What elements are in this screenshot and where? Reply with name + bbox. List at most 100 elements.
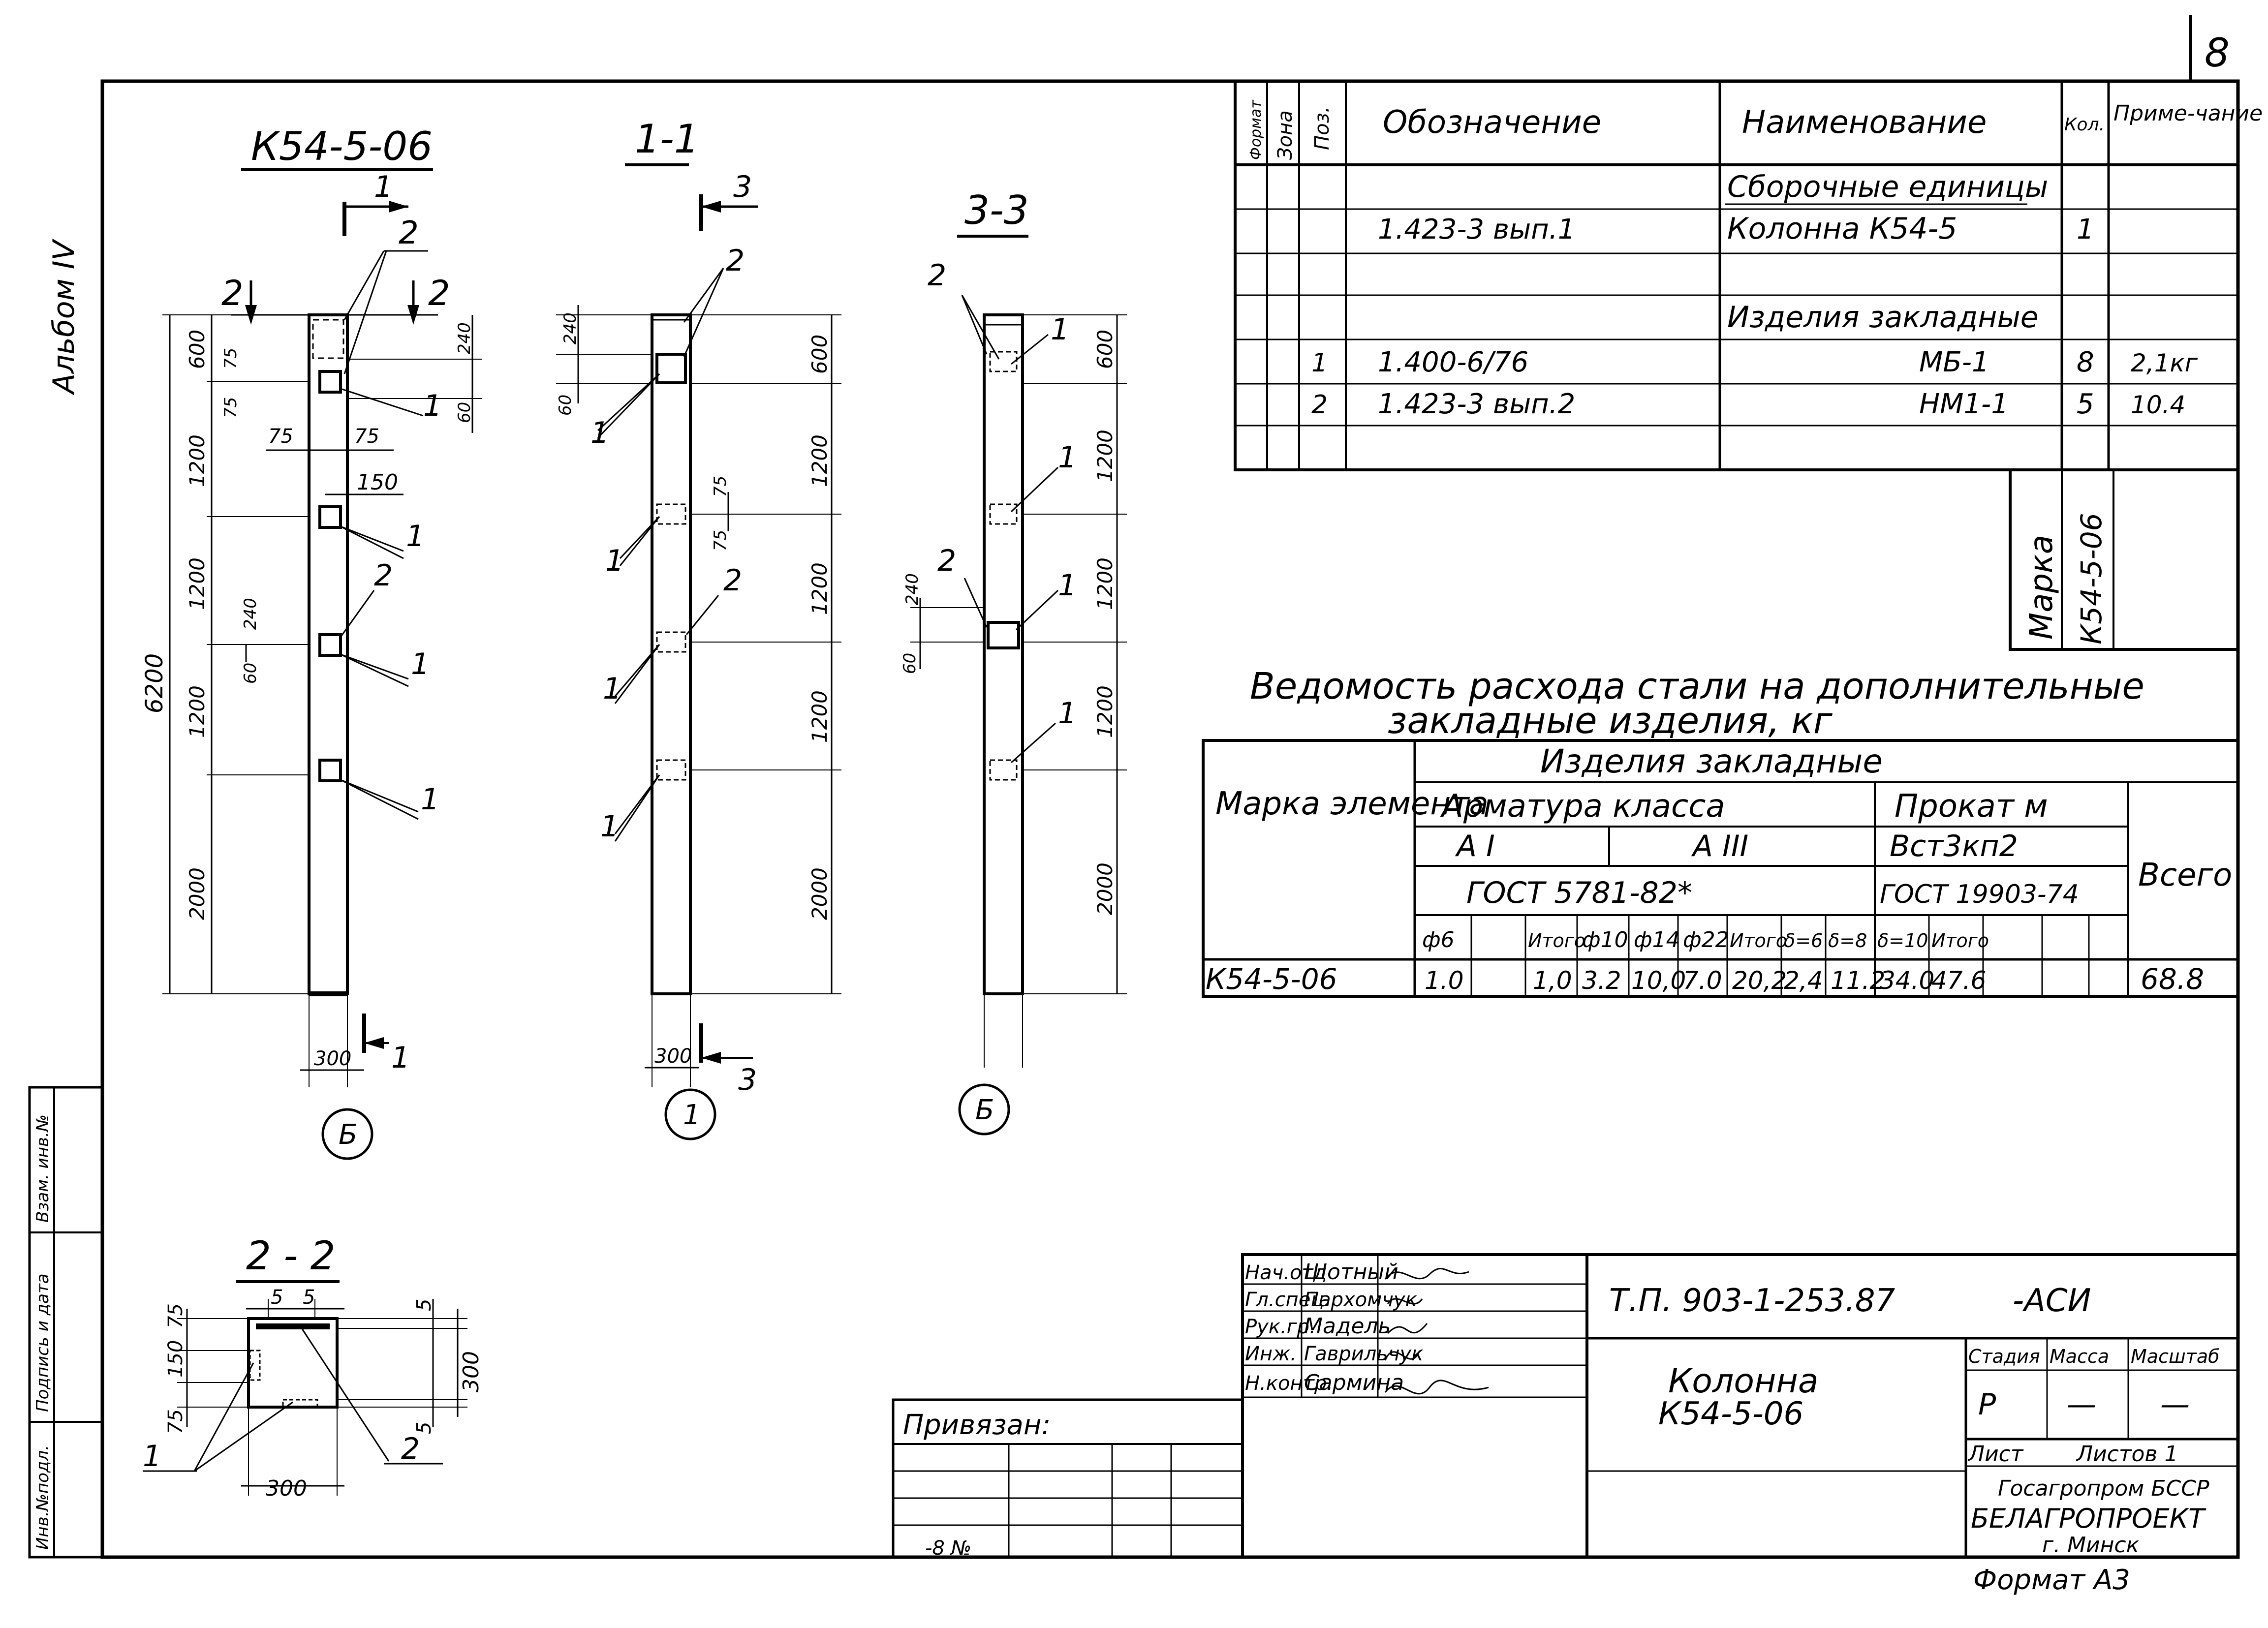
section-1-1-axis-mark: 1 xyxy=(683,1099,701,1131)
title-role-4: Инж. xyxy=(1245,1343,1297,1365)
steel-row-value-11: 47.6 xyxy=(1931,966,1986,995)
title-sheets-label: Листов 1 xyxy=(2076,1442,2178,1467)
main-dim-small-3: 75 xyxy=(268,425,293,448)
main-dim-small-7: 60 xyxy=(241,663,260,684)
title-object-1: Колонна xyxy=(1668,1362,1819,1401)
steel-row-value-3: 1,0 xyxy=(1533,966,1572,995)
main-callout-3: 1 xyxy=(406,519,425,553)
title-role-2: Гл.спец. xyxy=(1245,1289,1330,1311)
steel-sub-header-10: δ=10 xyxy=(1877,930,1928,952)
title-role-5: Н.контр. xyxy=(1245,1372,1333,1395)
main-callout-4: 2 xyxy=(374,558,393,593)
section-2-2-dim-width: 300 xyxy=(266,1476,307,1501)
title-name-3: Мадель xyxy=(1304,1314,1391,1339)
spec-row-5-name: МБ-1 xyxy=(1919,346,1989,378)
steel-table-title-1: Ведомость расхода стали на дополнительны… xyxy=(1250,665,2144,707)
section-1-1-dim-left-1: 240 xyxy=(560,312,580,344)
section-1-1-dim-left-2: 60 xyxy=(556,395,575,416)
spec-row-2-designation: 1.423-3 вып.1 xyxy=(1378,214,1575,246)
main-dim-seg-2: 1200 xyxy=(185,434,209,487)
title-format: Формат А3 xyxy=(1973,1564,2130,1596)
spec-header-pos: Поз. xyxy=(1311,106,1334,150)
section-3-3-callout-4: 2 xyxy=(937,544,956,578)
steel-rolled-grade: Вст3кп2 xyxy=(1890,829,2018,863)
section-1-1-seg-3: 1200 xyxy=(808,562,832,615)
section-3-3-seg-3: 1200 xyxy=(1093,557,1117,610)
signature-scribble xyxy=(1384,1268,1489,1395)
section-2-2-callout-2: 2 xyxy=(401,1432,420,1466)
steel-sub-header-3: Итого xyxy=(1528,930,1585,952)
steel-row-header: Марка элемента xyxy=(1215,786,1489,822)
steel-sub-header-11: Итого xyxy=(1931,930,1989,952)
title-sheet-label: Лист xyxy=(1967,1442,2024,1467)
title-name-1: Шотный xyxy=(1304,1259,1398,1285)
steel-row-value-5: 10,0 xyxy=(1631,966,1686,995)
section-3-3-seg-2: 1200 xyxy=(1093,430,1117,482)
section-1-1-seg-4: 1200 xyxy=(808,690,832,743)
section-3-3-title: 3-3 xyxy=(964,187,1029,233)
spec-table: Формат Зона Поз. Обозначение Наименовани… xyxy=(1234,80,2263,651)
spec-row-6-designation: 1.423-3 вып.2 xyxy=(1378,388,1575,420)
spec-row-6-note: 10.4 xyxy=(2131,391,2185,419)
steel-rebar-header: Арматура класса xyxy=(1440,788,1725,825)
section-1-1-cut-mark-top: 3 xyxy=(733,170,752,204)
spec-header-note: Приме-чание xyxy=(2113,101,2263,126)
steel-sub-header-4: ф10 xyxy=(1582,927,1628,952)
section-3-3-seg-1: 600 xyxy=(1093,330,1117,369)
steel-row-value-7: 20,2 xyxy=(1732,966,1787,995)
title-object-2: К54-5-06 xyxy=(1658,1396,1803,1432)
section-1-1-callout-4: 2 xyxy=(723,563,742,598)
section-3-3-callout-3: 1 xyxy=(1058,440,1077,475)
steel-row-value-1: 1.0 xyxy=(1425,966,1464,995)
section-1-1-cut-mark-bottom: 3 xyxy=(738,1063,757,1097)
main-axis-mark: Б xyxy=(339,1119,357,1151)
section-2-2-dim-right-3: 5 xyxy=(413,1422,435,1434)
section-3-3-callout-2: 1 xyxy=(1051,312,1069,347)
spec-row-1-name: Сборочные единицы xyxy=(1727,170,2048,204)
section-2-2: 2 - 2 5 5 75 150 75 5 300 5 300 xyxy=(143,1233,484,1501)
main-cut-mark-bottom: 1 xyxy=(391,1041,410,1075)
spec-row-6-name: НМ1-1 xyxy=(1919,388,2009,420)
section-1-1-callout-5: 1 xyxy=(603,672,621,706)
spec-row-2-qty: 1 xyxy=(2077,214,2094,246)
main-callout-2: 1 xyxy=(423,389,442,423)
steel-sub-header-6: ф22 xyxy=(1683,927,1729,952)
section-3-3-callout-1: 2 xyxy=(928,258,946,293)
title-name-5: Сармина xyxy=(1304,1370,1404,1395)
steel-total-header: Всего xyxy=(2138,857,2232,893)
left-margin: Альбом IV Инв.№подл. Подпись и дата Взам… xyxy=(28,239,104,1559)
section-2-2-callout-1: 1 xyxy=(143,1439,161,1474)
section-1-1-seg-1: 600 xyxy=(808,335,832,374)
section-2-2-dim-left-1: 75 xyxy=(164,1303,187,1328)
steel-gost-rebar: ГОСТ 5781-82* xyxy=(1466,876,1692,910)
title-stage-value-3: — xyxy=(2160,1387,2190,1422)
section-1-1-callout-2: 1 xyxy=(590,416,609,450)
steel-sub-header-7: Итого xyxy=(1730,930,1787,952)
title-code-suffix: -АСИ xyxy=(2013,1283,2091,1319)
title-org-3: г. Минск xyxy=(2042,1533,2140,1558)
spec-row-6-qty: 5 xyxy=(2077,388,2094,420)
steel-row-total: 68.8 xyxy=(2141,962,2204,996)
spec-row-5-pos: 1 xyxy=(1311,348,1328,378)
title-stage-header-1: Стадия xyxy=(1968,1346,2040,1367)
main-dim-seg-4: 1200 xyxy=(185,685,209,738)
spec-header-format: Формат xyxy=(1247,99,1265,160)
spec-header-name: Наименование xyxy=(1742,104,1987,141)
title-stage-value-1: Р xyxy=(1978,1387,1996,1422)
section-3-3-axis-mark: Б xyxy=(975,1094,994,1126)
section-2-2-dim-top-1: 5 xyxy=(271,1286,283,1309)
section-1-1-seg-5: 2000 xyxy=(808,867,832,920)
steel-table-title-2: закладные изделия, кг xyxy=(1388,700,1833,742)
section-2-2-dim-left-2: 150 xyxy=(164,1340,187,1378)
section-2-2-dim-right-1: 5 xyxy=(413,1299,435,1311)
section-1-1-callout-3: 1 xyxy=(605,544,624,578)
spec-mark-value: К54-5-06 xyxy=(2075,513,2108,645)
spec-row-6-pos: 2 xyxy=(1311,390,1328,420)
main-dim-width: 300 xyxy=(314,1047,351,1070)
section-3-3-dim-left-2: 60 xyxy=(900,653,920,674)
spec-row-5-qty: 8 xyxy=(2077,346,2094,378)
main-dim-right-1: 240 xyxy=(455,322,474,354)
section-2-2-title: 2 - 2 xyxy=(246,1233,336,1279)
steel-sub-header-9: δ=8 xyxy=(1828,930,1867,952)
main-dim-seg-5: 2000 xyxy=(185,867,209,920)
